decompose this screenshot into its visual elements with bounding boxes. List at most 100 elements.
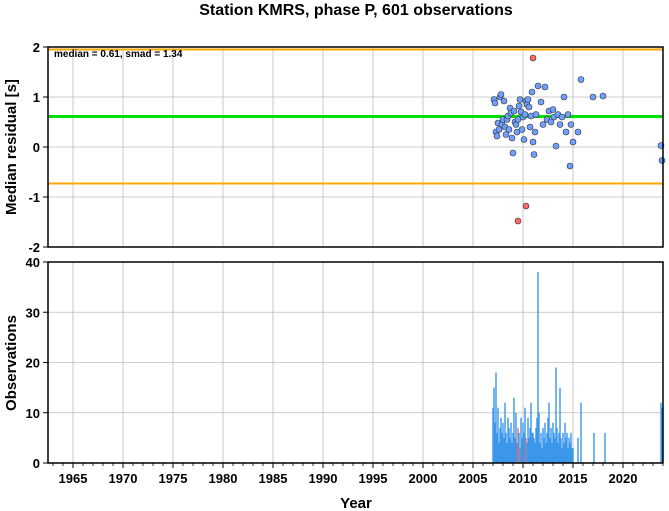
observation-bar [505, 432, 507, 463]
observation-bar [565, 437, 567, 463]
observation-bar [551, 442, 553, 463]
residual-points [490, 54, 666, 225]
observation-bar [557, 442, 559, 463]
observation-bar [529, 427, 531, 463]
residual-point [509, 149, 517, 157]
observations-y-tick-label: 20 [26, 356, 40, 371]
residual-point [534, 82, 542, 90]
residual-point [537, 98, 545, 106]
observation-bar [593, 432, 595, 463]
residual-point [529, 138, 537, 146]
observation-bar [566, 432, 568, 463]
observation-bar [501, 432, 503, 463]
observation-bar [540, 432, 542, 463]
observation-bar [545, 442, 547, 463]
observation-bar [515, 412, 517, 463]
residual-point [497, 91, 505, 98]
residual-y-tick-label: 2 [33, 40, 40, 55]
x-axis-label: Year [340, 495, 372, 511]
residual-point [505, 126, 513, 133]
observation-bar [528, 437, 530, 463]
residual-point [521, 111, 529, 118]
residual-point [493, 132, 501, 140]
outlier-point [514, 217, 522, 225]
residual-point [502, 131, 510, 138]
observation-bar [563, 442, 565, 463]
residual-point [567, 121, 575, 128]
observation-bar [533, 437, 535, 463]
observation-bar [554, 437, 556, 463]
residual-y-tick-label: 1 [33, 90, 40, 105]
observation-bar [541, 447, 543, 463]
residual-point [516, 96, 524, 103]
residual-point [560, 93, 568, 101]
observation-bar [568, 437, 570, 463]
residual-point [508, 134, 516, 142]
observation-bar [519, 447, 521, 463]
observation-bar [524, 407, 526, 463]
observations-y-tick-label: 40 [26, 255, 40, 270]
stats-annotation: median = 0.61, smad = 1.34 [54, 49, 183, 60]
observation-bar [556, 427, 558, 463]
observation-bar [547, 417, 549, 463]
observations-y-tick-label: 30 [26, 305, 40, 320]
observation-bar [495, 372, 497, 463]
residual-point [577, 76, 585, 83]
observation-bar [561, 447, 563, 463]
observation-bar [543, 437, 545, 463]
observation-bar [521, 437, 523, 463]
residual-point [491, 99, 499, 107]
residual-point [520, 136, 528, 143]
residual-point [658, 157, 666, 164]
residual-point [541, 83, 549, 91]
observation-bar [537, 272, 539, 463]
observation-bar [500, 417, 502, 463]
observation-bar [539, 442, 541, 463]
x-tick-label: 1990 [309, 471, 338, 486]
residual-point [552, 142, 560, 150]
observation-bar [542, 427, 544, 463]
observation-bar [499, 427, 501, 463]
residual-point [495, 126, 503, 133]
x-tick-label: 2005 [459, 471, 488, 486]
observation-bar [580, 402, 582, 463]
observation-bar [504, 402, 506, 463]
observation-bar [577, 437, 579, 463]
x-tick-label: 1980 [209, 471, 238, 486]
residual-point [569, 138, 577, 146]
observation-bar [503, 437, 505, 463]
observation-bar [562, 432, 564, 463]
observation-bar [536, 417, 538, 463]
residual-point [526, 123, 534, 131]
observation-bar [572, 447, 574, 463]
residual-point [599, 92, 607, 100]
observation-bar [527, 417, 529, 463]
observation-bar [538, 412, 540, 463]
observation-bar [520, 417, 522, 463]
observation-bar [564, 422, 566, 463]
observation-bar [552, 422, 554, 463]
x-tick-label: 2000 [409, 471, 438, 486]
residual-point [531, 128, 539, 136]
observation-bar [535, 427, 537, 463]
x-tick-label: 1970 [109, 471, 138, 486]
observations-y-tick-label: 10 [26, 406, 40, 421]
x-tick-label: 1965 [59, 471, 88, 486]
residual-point [525, 103, 533, 111]
residual-point [566, 162, 574, 170]
residual-point [564, 111, 572, 118]
observation-bar [534, 442, 536, 463]
observations-y-tick-label: 0 [33, 456, 40, 471]
observation-bar [497, 407, 499, 463]
observation-bar [525, 437, 527, 463]
residual-point [539, 121, 547, 128]
residual-point [515, 102, 523, 110]
observation-bar [660, 402, 662, 463]
x-tick-label: 2020 [609, 471, 638, 486]
residual-y-tick-label: -2 [28, 240, 40, 255]
observation-bar [544, 422, 546, 463]
x-tick-label: 1995 [359, 471, 388, 486]
residual-y-tick-label: 0 [33, 140, 40, 155]
